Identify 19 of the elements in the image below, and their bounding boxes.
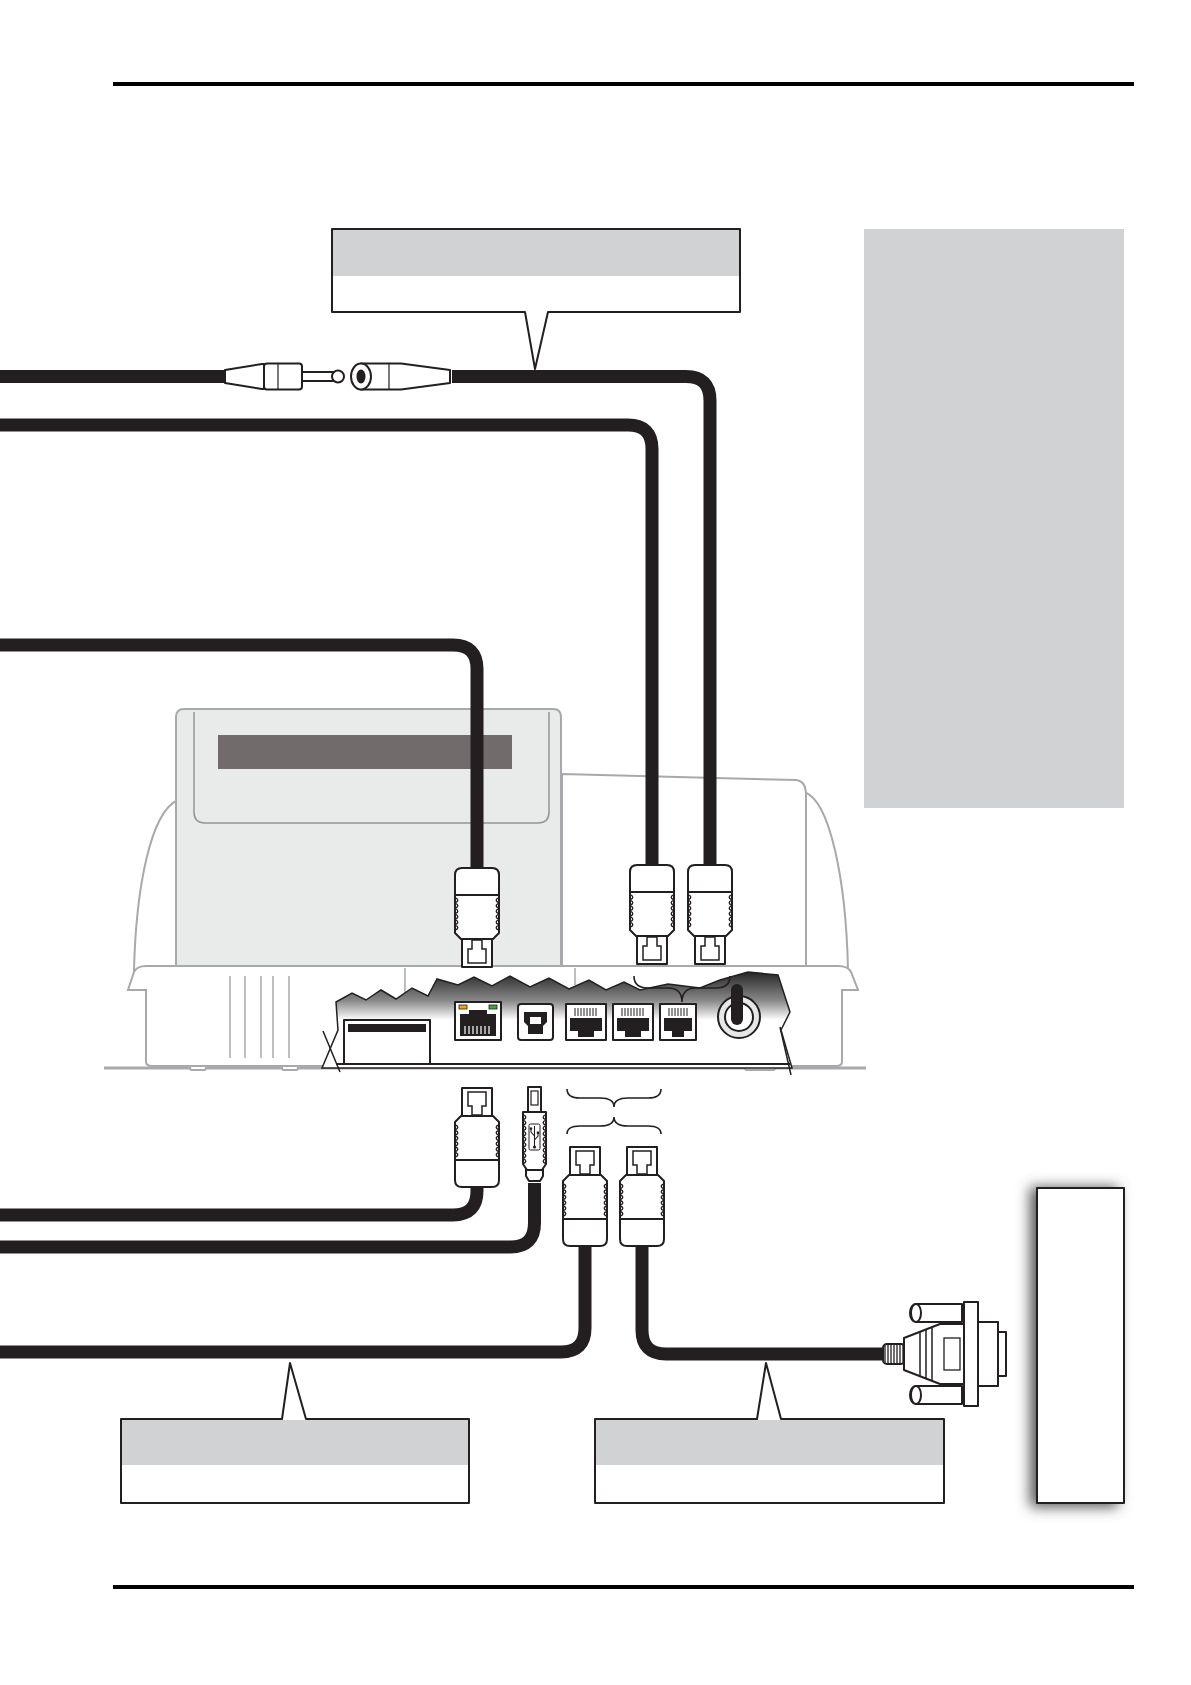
cable: [0, 1247, 592, 1359]
rj-plug: [686, 864, 734, 966]
rj-plug: [453, 1086, 501, 1188]
side-panel: [864, 229, 1124, 808]
callout-box: [594, 1362, 945, 1504]
cable: [635, 1247, 882, 1361]
rj-plug: [618, 1145, 666, 1247]
callout-box: [331, 228, 741, 370]
rj-plug: [561, 1145, 609, 1247]
rj-plug: [628, 864, 676, 966]
rca-socket: [349, 362, 452, 391]
rca-plug: [224, 362, 346, 391]
serial-plug: [882, 1300, 1010, 1408]
rj-plug: [453, 867, 501, 969]
cable: [452, 370, 717, 864]
cable: [0, 638, 484, 867]
cable: [0, 370, 224, 383]
callout-box: [120, 1362, 470, 1504]
cable: [0, 418, 659, 864]
